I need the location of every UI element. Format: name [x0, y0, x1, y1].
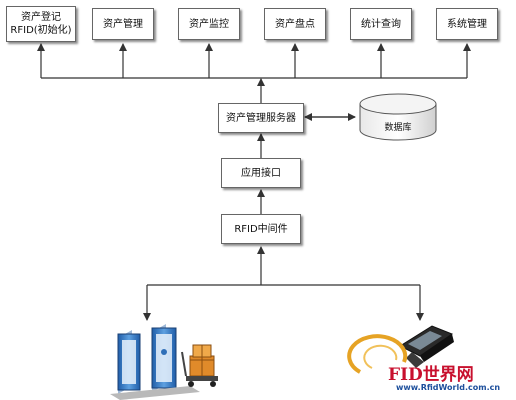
database-label: 数据库 — [384, 123, 412, 133]
watermark-logo-icon — [347, 334, 408, 374]
database-cylinder-icon — [359, 93, 437, 141]
module-statistics-query[interactable]: 统计查询 — [350, 8, 412, 40]
rfid-middleware[interactable]: RFID中间件 — [221, 214, 301, 244]
vertical-connectors — [143, 133, 424, 321]
top-bus-connector — [37, 43, 471, 103]
asset-management-server[interactable]: 资产管理服务器 — [218, 103, 304, 133]
module-asset-management[interactable]: 资产管理 — [92, 8, 154, 40]
module-asset-inventory[interactable]: 资产盘点 — [264, 8, 326, 40]
handheld-reader-icon — [398, 325, 454, 368]
module-label-line: 资产登记 — [21, 12, 61, 23]
cart-icon — [181, 344, 218, 387]
module-label: 资产监控 — [189, 18, 229, 30]
module-label: 资产盘点 — [275, 18, 315, 30]
module-label: 资产管理 — [103, 18, 143, 30]
server-label: 资产管理服务器 — [226, 112, 296, 124]
application-interface[interactable]: 应用接口 — [221, 158, 301, 188]
module-label-line: RFID(初始化) — [10, 25, 72, 36]
api-label: 应用接口 — [241, 167, 281, 179]
module-asset-monitor[interactable]: 资产监控 — [178, 8, 240, 40]
middleware-label: RFID中间件 — [234, 223, 288, 235]
rfid-gate-icon — [110, 324, 200, 400]
watermark-url: www.RfidWorld.com.cn — [396, 383, 501, 392]
watermark-logo-text: FID世界网 — [388, 365, 474, 385]
module-asset-register[interactable]: 资产登记 RFID(初始化) — [6, 6, 76, 42]
module-system-management[interactable]: 系统管理 — [436, 8, 498, 40]
module-label: 系统管理 — [447, 18, 487, 30]
module-label: 统计查询 — [361, 18, 401, 30]
